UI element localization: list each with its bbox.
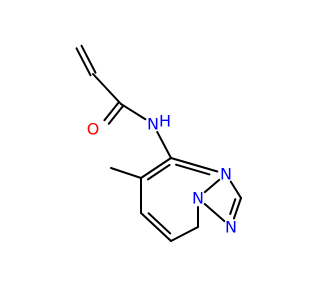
- atom-label-o-a3: O: [87, 120, 100, 139]
- bond-a13-a5-inner: [175, 163, 211, 176]
- bond-a5-a6-inner: [146, 163, 171, 181]
- bond-a2-a3-a: [103, 101, 120, 122]
- bond-a2-a4: [120, 103, 147, 121]
- bond-a11-a12-inner: [229, 198, 237, 215]
- bond-a7-a8: [140, 212, 172, 242]
- bond-a2-a3-b: [107, 104, 125, 125]
- atom-label-n-a13: N: [220, 165, 232, 184]
- bond-a4-a5: [156, 130, 172, 159]
- bond-a1-a2: [92, 73, 122, 105]
- bond-a7-a8-inner: [147, 212, 172, 235]
- atom-label-n-a11: N: [225, 218, 237, 237]
- bond-a12-a13: [229, 180, 242, 199]
- bond-a10-a13: [203, 178, 221, 194]
- bond-a8-a9: [170, 226, 199, 242]
- atom-label-n-a10: N: [192, 189, 204, 208]
- bond-a10-a11: [203, 202, 226, 223]
- atom-label-n-a4: N: [147, 115, 159, 134]
- bond-a0-a1-a: [75, 47, 92, 77]
- atom-label-h-a4h: H: [159, 112, 171, 131]
- bond-a13-a5: [170, 157, 219, 173]
- bond-a11-a12: [232, 197, 242, 220]
- bond-a0-a1-b: [80, 44, 97, 74]
- bond-a5-a6: [140, 157, 172, 179]
- bond-a6-a14: [110, 167, 142, 179]
